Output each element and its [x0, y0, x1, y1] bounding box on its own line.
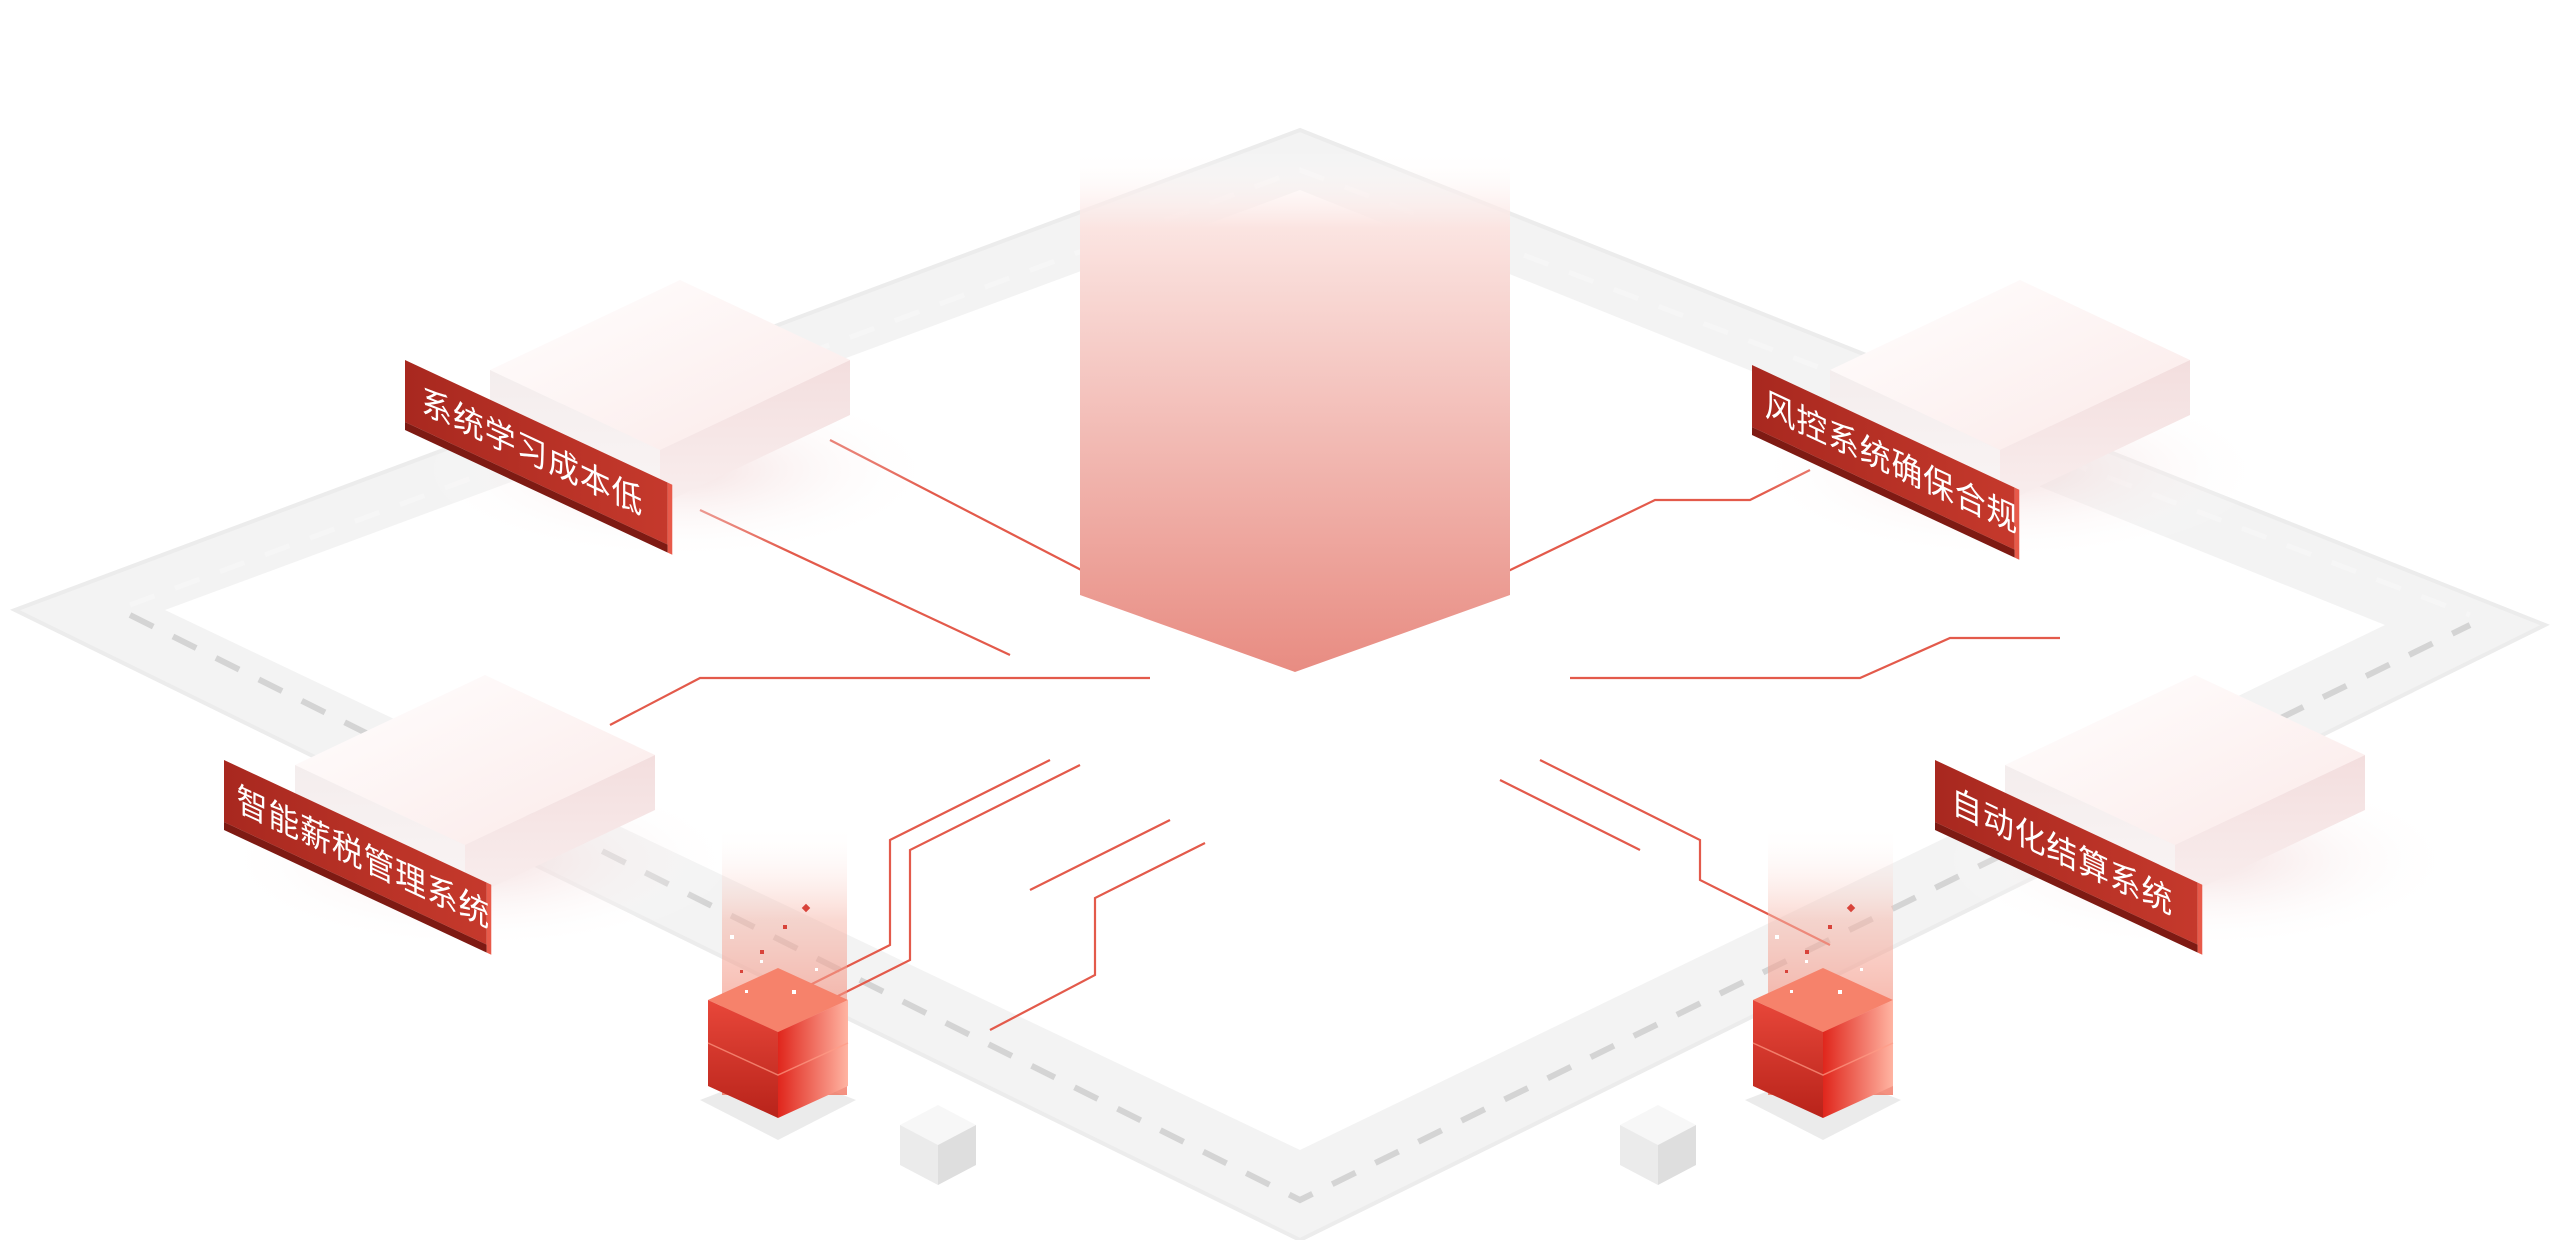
- data-cube-right: [1745, 825, 1901, 1140]
- feature-block-bottom-right: [1940, 675, 2460, 950]
- feature-block-bottom-left: [220, 675, 740, 950]
- feature-block-top-left: [420, 280, 940, 560]
- data-cube-left: [700, 825, 856, 1140]
- small-white-cube-right: [1620, 1105, 1696, 1185]
- small-white-cube-left: [900, 1105, 976, 1185]
- center-beam: [1080, 150, 1510, 672]
